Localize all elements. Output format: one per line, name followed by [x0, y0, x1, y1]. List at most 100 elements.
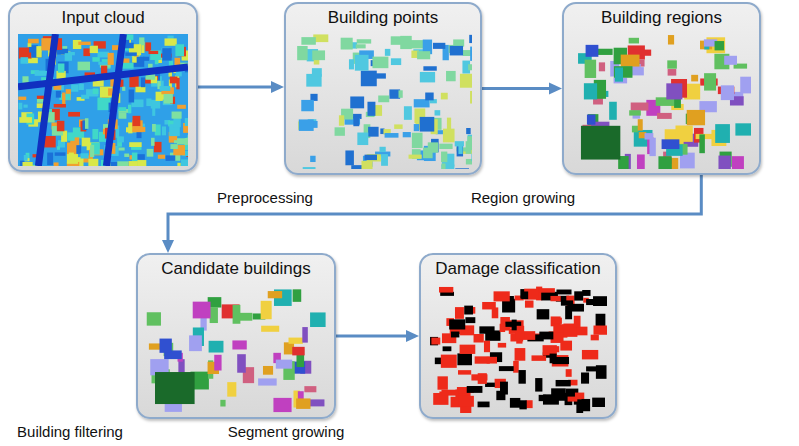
cloud-point — [122, 87, 125, 91]
building-region — [261, 301, 272, 319]
flow-arrow — [198, 81, 284, 93]
damage-block — [513, 361, 519, 373]
cloud-point — [124, 154, 129, 157]
building-region — [699, 134, 705, 153]
cloud-point — [135, 87, 145, 93]
building-point — [410, 40, 424, 48]
building-point — [361, 161, 372, 169]
cloud-point — [36, 46, 41, 57]
damage-block — [552, 318, 562, 324]
damage-block — [443, 346, 452, 351]
damage-block — [494, 291, 510, 301]
building-point — [353, 116, 359, 126]
building-region — [637, 154, 645, 169]
building-region — [629, 38, 639, 44]
building-point — [468, 64, 472, 70]
building-point — [471, 154, 472, 162]
building-point — [467, 136, 472, 150]
building-region — [268, 291, 282, 298]
damage-block — [550, 354, 557, 364]
building-point — [345, 150, 354, 165]
building-region — [293, 289, 302, 302]
building-point — [441, 165, 454, 169]
cloud-point — [162, 48, 171, 60]
building-point — [381, 154, 388, 166]
building-region — [304, 386, 316, 392]
building-region — [732, 156, 744, 169]
box-title: Candidate buildings — [138, 259, 334, 279]
building-point — [357, 39, 371, 43]
damage-block — [540, 288, 555, 292]
cloud-point — [90, 145, 94, 157]
building-region — [668, 69, 677, 76]
damage-block — [568, 397, 578, 402]
damage-block — [596, 314, 606, 327]
building-region — [209, 341, 224, 353]
cloud-point — [18, 103, 22, 110]
cloud-point — [19, 117, 32, 123]
cloud-point — [166, 155, 176, 161]
damage-block — [581, 372, 589, 383]
cloud-point — [92, 129, 98, 139]
process-box: Building regions — [562, 2, 761, 175]
cloud-point — [54, 104, 66, 108]
cloud-point — [152, 124, 156, 132]
cloud-point — [129, 142, 141, 147]
damage-block — [479, 326, 494, 333]
cloud-point — [164, 94, 173, 104]
damage-block — [591, 335, 599, 341]
arrow-head — [406, 330, 419, 342]
cloud-point — [23, 105, 27, 108]
damage-block — [512, 320, 517, 331]
building-region — [715, 41, 725, 50]
box-title: Damage classification — [421, 259, 615, 279]
building-region — [273, 398, 291, 412]
damage-block — [457, 353, 472, 365]
damage-block — [487, 357, 497, 364]
building-region — [258, 378, 277, 385]
cloud-point — [28, 39, 39, 44]
cloud-point — [92, 57, 99, 62]
damage-block — [510, 398, 520, 408]
cloud-ground — [18, 34, 188, 166]
cloud-point — [162, 126, 166, 135]
building-region — [220, 400, 225, 407]
building-region — [160, 339, 172, 353]
building-point — [439, 144, 452, 149]
building-region — [609, 102, 617, 120]
cloud-point — [139, 37, 144, 45]
building-region — [645, 133, 654, 139]
building-point — [433, 43, 445, 49]
damage-block — [437, 376, 447, 389]
cloud-point — [119, 113, 127, 119]
building-region — [310, 312, 326, 327]
process-box: Candidate buildings — [136, 253, 336, 419]
cloud-point — [125, 52, 136, 55]
building-region — [718, 156, 730, 169]
cloud-point — [56, 91, 61, 98]
cloud-point — [152, 104, 155, 115]
cloud-point — [24, 155, 28, 161]
arrow-line — [336, 335, 409, 338]
damage-block — [474, 334, 484, 343]
building-point — [469, 35, 472, 43]
building-point — [398, 90, 402, 98]
damage-block — [593, 296, 607, 306]
damage-block — [515, 348, 526, 361]
point-cloud-image — [429, 285, 607, 413]
building-point — [417, 51, 430, 59]
cloud-point — [98, 52, 109, 58]
cloud-point — [177, 105, 186, 109]
damage-block — [431, 338, 440, 345]
damage-block — [521, 291, 528, 299]
cloud-point — [18, 97, 26, 100]
building-point — [441, 93, 448, 100]
building-point — [420, 72, 435, 82]
cloud-point — [169, 61, 173, 66]
arrow-line — [482, 87, 552, 90]
flow-arrow — [482, 83, 562, 95]
damage-block — [458, 396, 474, 407]
cloud-point — [174, 140, 183, 143]
building-region — [667, 60, 677, 68]
cloud-point — [119, 148, 125, 151]
